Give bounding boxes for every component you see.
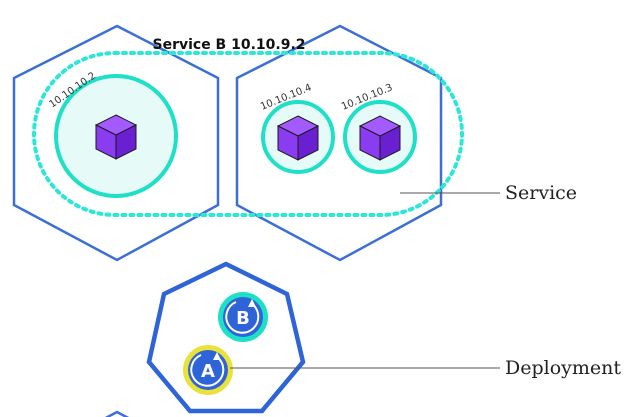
replica-letter: B [236, 308, 250, 329]
replica-a-badge: A [183, 345, 233, 395]
arrow-head-icon [248, 299, 256, 307]
rolling-update-arrow-icon [190, 354, 225, 387]
rolling-update-arrow-icon [225, 301, 260, 334]
arrow-head-icon [213, 352, 221, 360]
node-partial-hexagon [104, 410, 130, 417]
service-boundary [32, 51, 464, 217]
container-cube-icon [358, 115, 402, 161]
replica-b-badge: B [218, 292, 268, 342]
container-cube-icon [276, 115, 320, 161]
replica-letter: A [201, 361, 215, 382]
container-cube-icon [94, 114, 138, 160]
deployment-label: Deployment [505, 357, 621, 379]
deployment-heptagon [146, 261, 306, 414]
pod-left: 10.10.10.2 [47, 70, 178, 198]
pod-middle: 10.10.10.4 [259, 82, 335, 174]
pod-right: 10.10.10.3 [340, 82, 417, 174]
service-title: Service B 10.10.9.2 [152, 37, 305, 53]
service-label: Service [505, 182, 577, 204]
node-left-hexagon [12, 24, 220, 262]
